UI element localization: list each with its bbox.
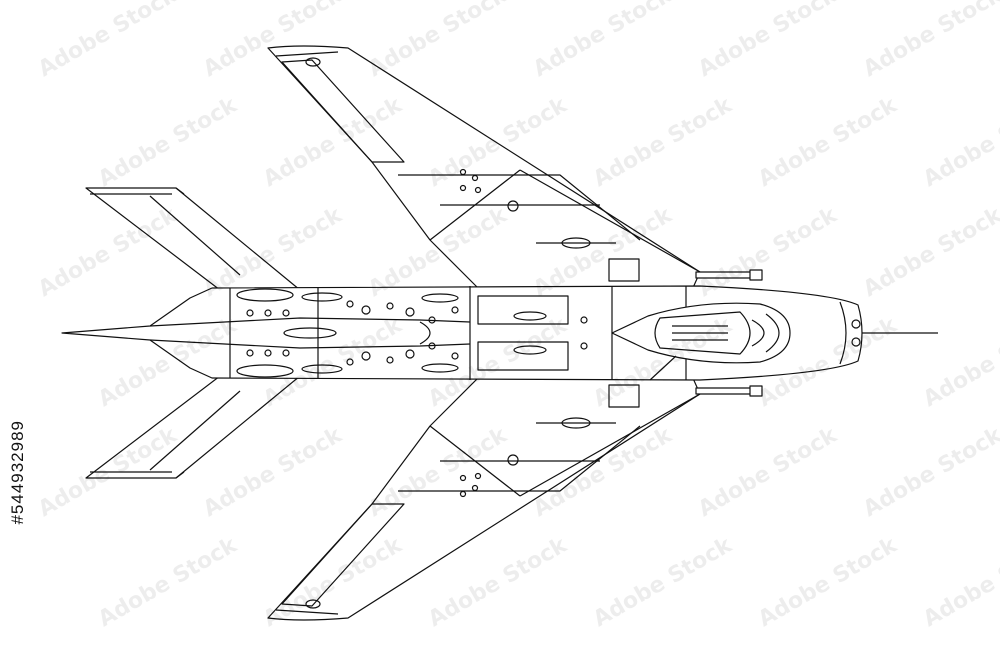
wing-upper bbox=[267, 45, 701, 291]
cockpit-canopy bbox=[611, 302, 791, 381]
nose-cone bbox=[839, 301, 861, 365]
tailplane-lower bbox=[85, 375, 301, 479]
wing-guns bbox=[695, 269, 763, 397]
fuselage bbox=[61, 285, 863, 381]
wing-lower bbox=[267, 375, 701, 621]
stock-id-label: #544932989 bbox=[8, 420, 27, 525]
tailplane-upper bbox=[85, 187, 301, 291]
